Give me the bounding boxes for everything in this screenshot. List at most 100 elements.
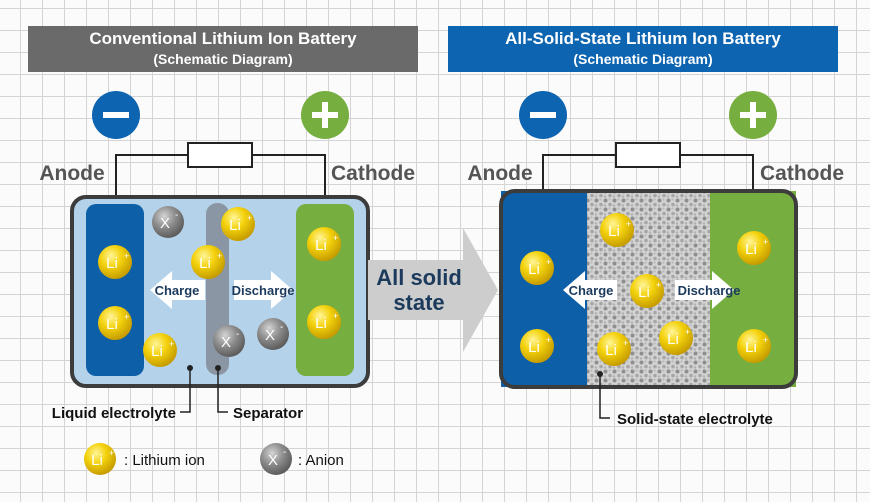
callout-liquid-electrolyte: Liquid electrolyte [52,365,193,422]
conventional-subtitle: (Schematic Diagram) [153,51,293,67]
cathode-label-right: Cathode [760,162,844,185]
svg-text:+: + [685,327,690,337]
svg-text:Li: Li [528,339,540,356]
resistor-right [615,142,681,168]
lithium-ion: Li + [98,245,132,279]
lithium-ion: Li + [737,329,771,363]
callout-solid-electrolyte: Solid-state electrolyte [597,371,773,428]
solid-state-battery-header: All-Solid-State Lithium Ion Battery (Sch… [448,26,838,72]
svg-text:+: + [626,219,631,229]
svg-text:Li: Li [106,316,118,333]
svg-text:+: + [333,311,338,321]
svg-text:+: + [763,237,768,247]
anion: X- [152,206,184,238]
svg-text:Li: Li [608,223,620,240]
anion: X- [257,318,289,350]
cell-outline-right [499,189,798,389]
svg-text:X: X [160,215,170,232]
svg-text:Li: Li [315,315,327,332]
charge-label-right: Charge [569,283,614,298]
svg-text:+: + [124,312,129,322]
conventional-battery-header: Conventional Lithium Ion Battery (Schema… [28,26,418,72]
lithium-ion: Li + [597,332,631,366]
external-circuit-left [115,142,326,198]
arrow-text-line2: state [393,290,444,315]
lithium-ion: Li + [143,333,177,367]
lithium-ion: Li + [659,321,693,355]
svg-text:+: + [623,338,628,348]
svg-text:+: + [546,335,551,345]
svg-text:+: + [656,280,661,290]
discharge-label-right: Discharge [678,283,741,298]
lithium-ion: Li + [520,329,554,363]
svg-text:+: + [247,213,252,223]
solid-state-title: All-Solid-State Lithium Ion Battery [505,29,781,48]
external-circuit-right [542,142,754,192]
charge-arrow-left: Charge [150,271,205,309]
discharge-arrow-right: Discharge [675,271,740,309]
lithium-ion: Li + [307,227,341,261]
svg-text:X: X [265,327,275,344]
charge-label-left: Charge [155,283,200,298]
svg-text:+: + [109,448,114,458]
anode-terminal-minus [92,91,140,139]
lithium-ion: Li + [630,274,664,308]
cathode-terminal-plus-right [729,91,777,139]
cathode-label-left: Cathode [331,162,415,185]
svg-text:+: + [124,251,129,261]
lithium-ion: Li + [737,231,771,265]
svg-text:-: - [236,329,239,340]
anode-label-left: Anode [39,162,104,185]
lithium-ion: Li + [98,306,132,340]
svg-text:+: + [333,233,338,243]
legend-lithium-icon: Li + [84,443,116,475]
lithium-ions-right: Li + Li + Li + Li + Li + Li + Li + Li + [520,213,771,366]
discharge-arrow-left: Discharge [232,271,295,309]
all-solid-state-arrow: All solid state [368,228,498,352]
lithium-ion: Li+ [191,245,225,279]
anode-electrode-left [86,204,144,376]
anions-left: X- X- X- [152,206,289,357]
svg-text:Li: Li [199,255,211,272]
svg-text:X: X [221,334,231,351]
resistor-left [187,142,253,168]
callout-separator: Separator [215,365,303,422]
lithium-ion: Li + [520,251,554,285]
svg-text:-: - [283,447,286,458]
legend-lithium-label: : Lithium ion [124,452,205,469]
arrow-text-line1: All solid [376,265,462,290]
lithium-ions-left: Li+ Li+ Li+ Li+ Li+ Li+ Li+ [98,207,341,367]
discharge-label-left: Discharge [232,283,295,298]
separator-label: Separator [233,405,303,422]
svg-text:Li: Li [667,331,679,348]
solid-state-subtitle: (Schematic Diagram) [573,51,713,67]
liquid-electrolyte-label: Liquid electrolyte [52,405,176,422]
svg-text:Li: Li [605,342,617,359]
svg-text:Li: Li [151,343,163,360]
charge-arrow-right: Charge [563,271,617,309]
legend-anion-label: : Anion [298,452,344,469]
cathode-terminal-plus [301,91,349,139]
svg-text:-: - [280,322,283,333]
svg-text:Li: Li [745,339,757,356]
svg-text:Li: Li [106,255,118,272]
svg-text:Li: Li [91,452,103,469]
svg-text:Li: Li [638,284,650,301]
svg-text:+: + [546,257,551,267]
legend: Li+ : Lithium ion X- : Anion [84,443,344,475]
svg-text:+: + [169,339,174,349]
svg-text:+: + [763,335,768,345]
anion: X- [213,325,245,357]
svg-text:Li: Li [229,217,241,234]
svg-text:Li: Li [528,261,540,278]
lithium-ion: Li + [307,305,341,339]
anode-terminal-minus-right [519,91,567,139]
lithium-ion: Li + [600,213,634,247]
svg-text:-: - [175,210,178,221]
svg-text:Li: Li [315,237,327,254]
anode-label-right: Anode [467,162,532,185]
svg-text:Li: Li [745,241,757,258]
solid-electrolyte-label: Solid-state electrolyte [617,411,773,428]
